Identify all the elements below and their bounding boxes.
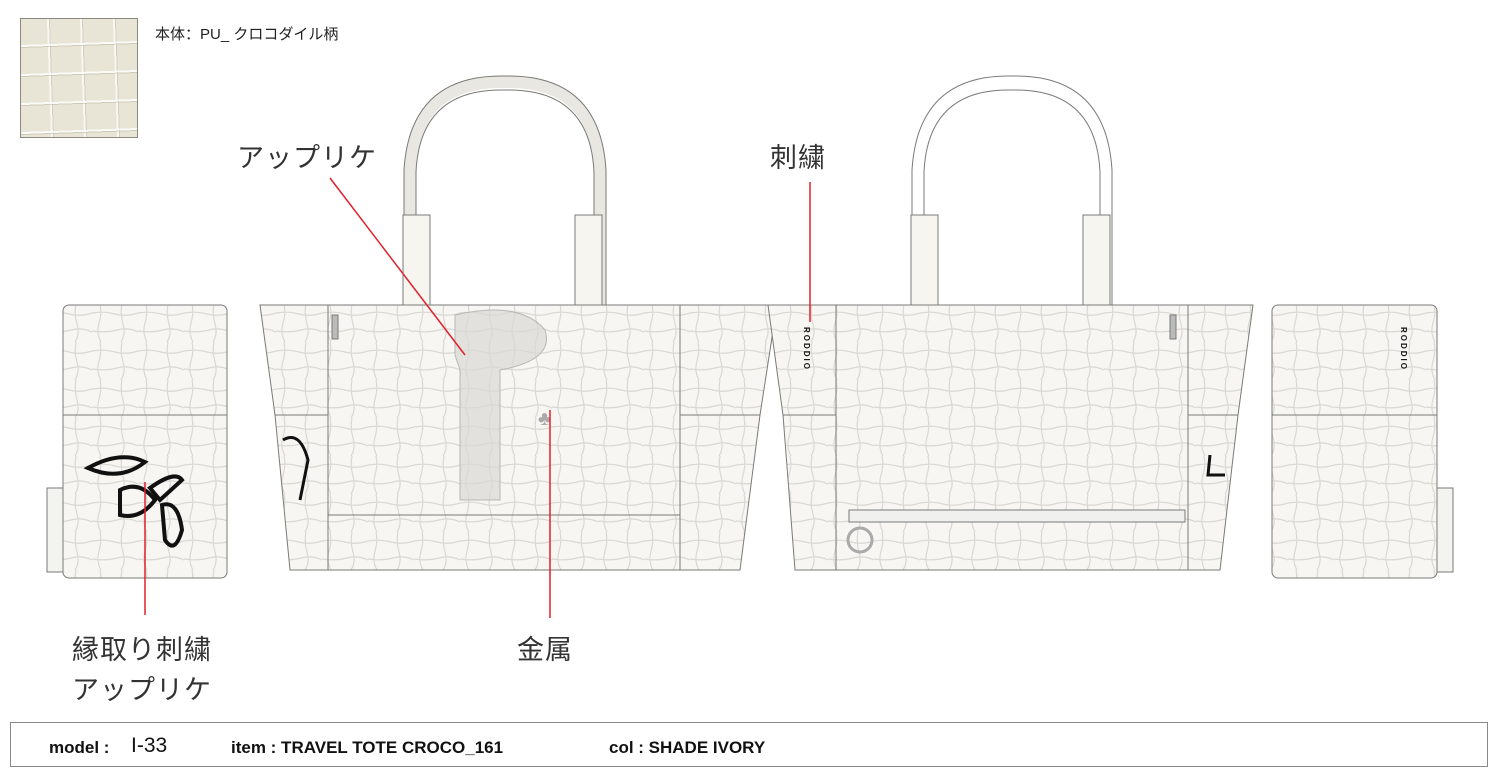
item-label: item : TRAVEL TOTE CROCO_161: [231, 738, 504, 757]
leader-lines: [144, 177, 811, 618]
model-value: I-33: [131, 734, 168, 757]
leader-applique: [329, 177, 466, 356]
front-view: ♣: [259, 75, 778, 571]
brand-embroidery-back: RODDIO: [802, 327, 811, 371]
color-label: col : SHADE IVORY: [609, 738, 766, 757]
brand-embroidery-side: RODDIO: [1399, 327, 1408, 371]
side-view-right: RODDIO: [1271, 304, 1454, 579]
callout-metal: 金属: [517, 635, 573, 666]
callout-edge-embroidery-2: アップリケ: [72, 675, 212, 706]
model-key: model :: [49, 738, 110, 757]
material-label: 本体：PU_ クロコダイル柄: [155, 26, 339, 43]
side-view-left: [46, 304, 228, 579]
svg-text:♣: ♣: [538, 408, 551, 430]
callout-edge-embroidery-1: 縁取り刺繍: [72, 635, 212, 666]
callout-applique: アップリケ: [237, 143, 377, 174]
spec-footer: model : I-33 item : TRAVEL TOTE CROCO_16…: [10, 722, 1488, 767]
bag-drawings: ♣ RODDIO RODDIO: [46, 75, 1454, 618]
material-swatch: [20, 18, 138, 138]
back-view: RODDIO: [767, 75, 1254, 571]
callout-embroidery: 刺繍: [770, 143, 826, 174]
